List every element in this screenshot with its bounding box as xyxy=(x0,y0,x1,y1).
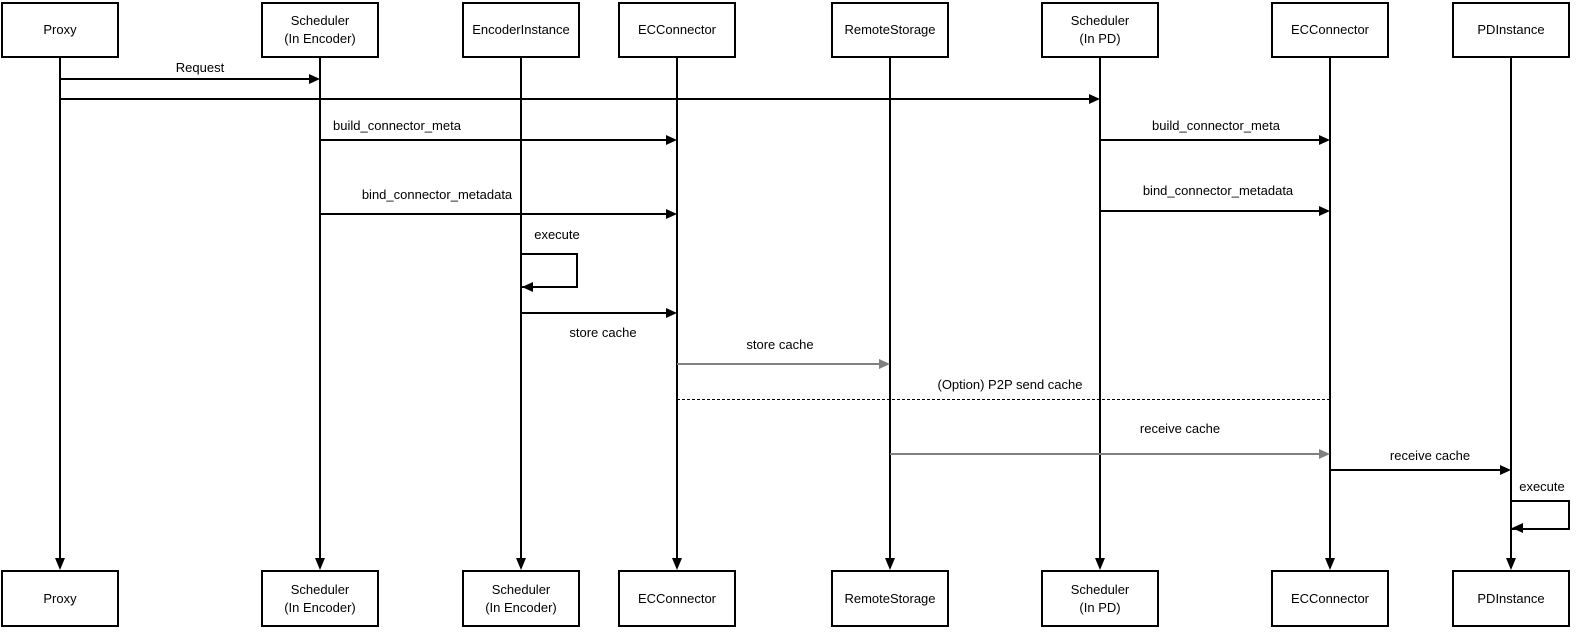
lifeline-arrowhead-down-icon xyxy=(516,558,526,570)
message-line-receive-cache-pd xyxy=(1330,469,1500,471)
self-loop-execute-encoder xyxy=(522,253,578,288)
lifeline-arrowhead-down-icon xyxy=(1095,558,1105,570)
message-line-store-cache-encoder xyxy=(521,312,666,314)
message-line-p2p-send-cache xyxy=(677,399,1330,400)
lifeline-ec-connector-2 xyxy=(1329,58,1331,558)
lifeline-encoder-instance xyxy=(520,58,522,558)
arrowhead-right-icon xyxy=(1500,465,1511,475)
arrowhead-left-icon xyxy=(522,282,533,292)
message-label-store-cache-encoder: store cache xyxy=(569,325,637,340)
actor-bottom-ec-connector-1: ECConnector xyxy=(618,570,736,627)
actor-top-pd-instance: PDInstance xyxy=(1452,2,1570,58)
lifeline-arrowhead-down-icon xyxy=(885,558,895,570)
message-label-store-cache-remote: store cache xyxy=(746,337,814,352)
message-line-bind-connector-metadata-encoder xyxy=(320,213,666,215)
lifeline-proxy xyxy=(59,58,61,558)
actor-top-scheduler-encoder: Scheduler (In Encoder) xyxy=(261,2,379,58)
lifeline-arrowhead-down-icon xyxy=(1506,558,1516,570)
message-label-p2p-send-cache: (Option) P2P send cache xyxy=(937,377,1083,392)
message-label-bind-connector-metadata-pd: bind_connector_metadata xyxy=(1142,183,1294,198)
lifeline-scheduler-pd xyxy=(1099,58,1101,558)
actor-top-scheduler-pd: Scheduler (In PD) xyxy=(1041,2,1159,58)
message-label-request: Request xyxy=(175,60,225,75)
arrowhead-right-icon xyxy=(1319,135,1330,145)
arrowhead-right-icon xyxy=(309,74,320,84)
lifeline-arrowhead-down-icon xyxy=(672,558,682,570)
lifeline-ec-connector-1 xyxy=(676,58,678,558)
arrowhead-right-icon xyxy=(1319,449,1330,459)
arrowhead-right-icon xyxy=(666,135,677,145)
actor-top-proxy: Proxy xyxy=(1,2,119,58)
arrowhead-right-icon xyxy=(666,308,677,318)
message-label-execute-pd: execute xyxy=(1519,479,1565,494)
message-label-bind-connector-metadata-encoder: bind_connector_metadata xyxy=(361,187,513,202)
actor-bottom-scheduler-pd: Scheduler (In PD) xyxy=(1041,570,1159,627)
arrowhead-left-icon xyxy=(1512,523,1523,533)
message-line-build-connector-meta-pd xyxy=(1100,139,1319,141)
lifeline-arrowhead-down-icon xyxy=(1325,558,1335,570)
message-label-receive-cache-pd: receive cache xyxy=(1389,448,1471,463)
lifeline-scheduler-encoder xyxy=(319,58,321,558)
actor-top-ec-connector-2: ECConnector xyxy=(1271,2,1389,58)
actor-bottom-scheduler-encoder-1: Scheduler (In Encoder) xyxy=(261,570,379,627)
arrowhead-right-icon xyxy=(1089,94,1100,104)
message-label-build-connector-meta-encoder: build_connector_meta xyxy=(333,118,461,133)
arrowhead-right-icon xyxy=(1319,206,1330,216)
actor-top-encoder-instance: EncoderInstance xyxy=(462,2,580,58)
actor-bottom-proxy: Proxy xyxy=(1,570,119,627)
lifeline-arrowhead-down-icon xyxy=(55,558,65,570)
actor-bottom-ec-connector-2: ECConnector xyxy=(1271,570,1389,627)
message-label-receive-cache-remote: receive cache xyxy=(1139,421,1221,436)
lifeline-pd-instance xyxy=(1510,58,1512,558)
actor-top-remote-storage: RemoteStorage xyxy=(831,2,949,58)
lifeline-arrowhead-down-icon xyxy=(315,558,325,570)
actor-top-ec-connector-1: ECConnector xyxy=(618,2,736,58)
message-line-bind-connector-metadata-pd xyxy=(1100,210,1319,212)
actor-bottom-pd-instance: PDInstance xyxy=(1452,570,1570,627)
actor-bottom-remote-storage: RemoteStorage xyxy=(831,570,949,627)
message-line-build-connector-meta-encoder xyxy=(320,139,666,141)
actor-bottom-scheduler-encoder-2: Scheduler (In Encoder) xyxy=(462,570,580,627)
message-line-receive-cache-remote xyxy=(890,453,1319,455)
arrowhead-right-icon xyxy=(666,209,677,219)
lifeline-remote-storage xyxy=(889,58,891,558)
message-line-proxy-to-scheduler-pd xyxy=(60,98,1089,100)
message-label-build-connector-meta-pd: build_connector_meta xyxy=(1152,118,1280,133)
arrowhead-right-icon xyxy=(879,359,890,369)
self-loop-execute-pd xyxy=(1512,500,1570,530)
message-label-execute-encoder: execute xyxy=(534,227,580,242)
message-line-request xyxy=(60,78,309,80)
message-line-store-cache-remote xyxy=(677,363,879,365)
